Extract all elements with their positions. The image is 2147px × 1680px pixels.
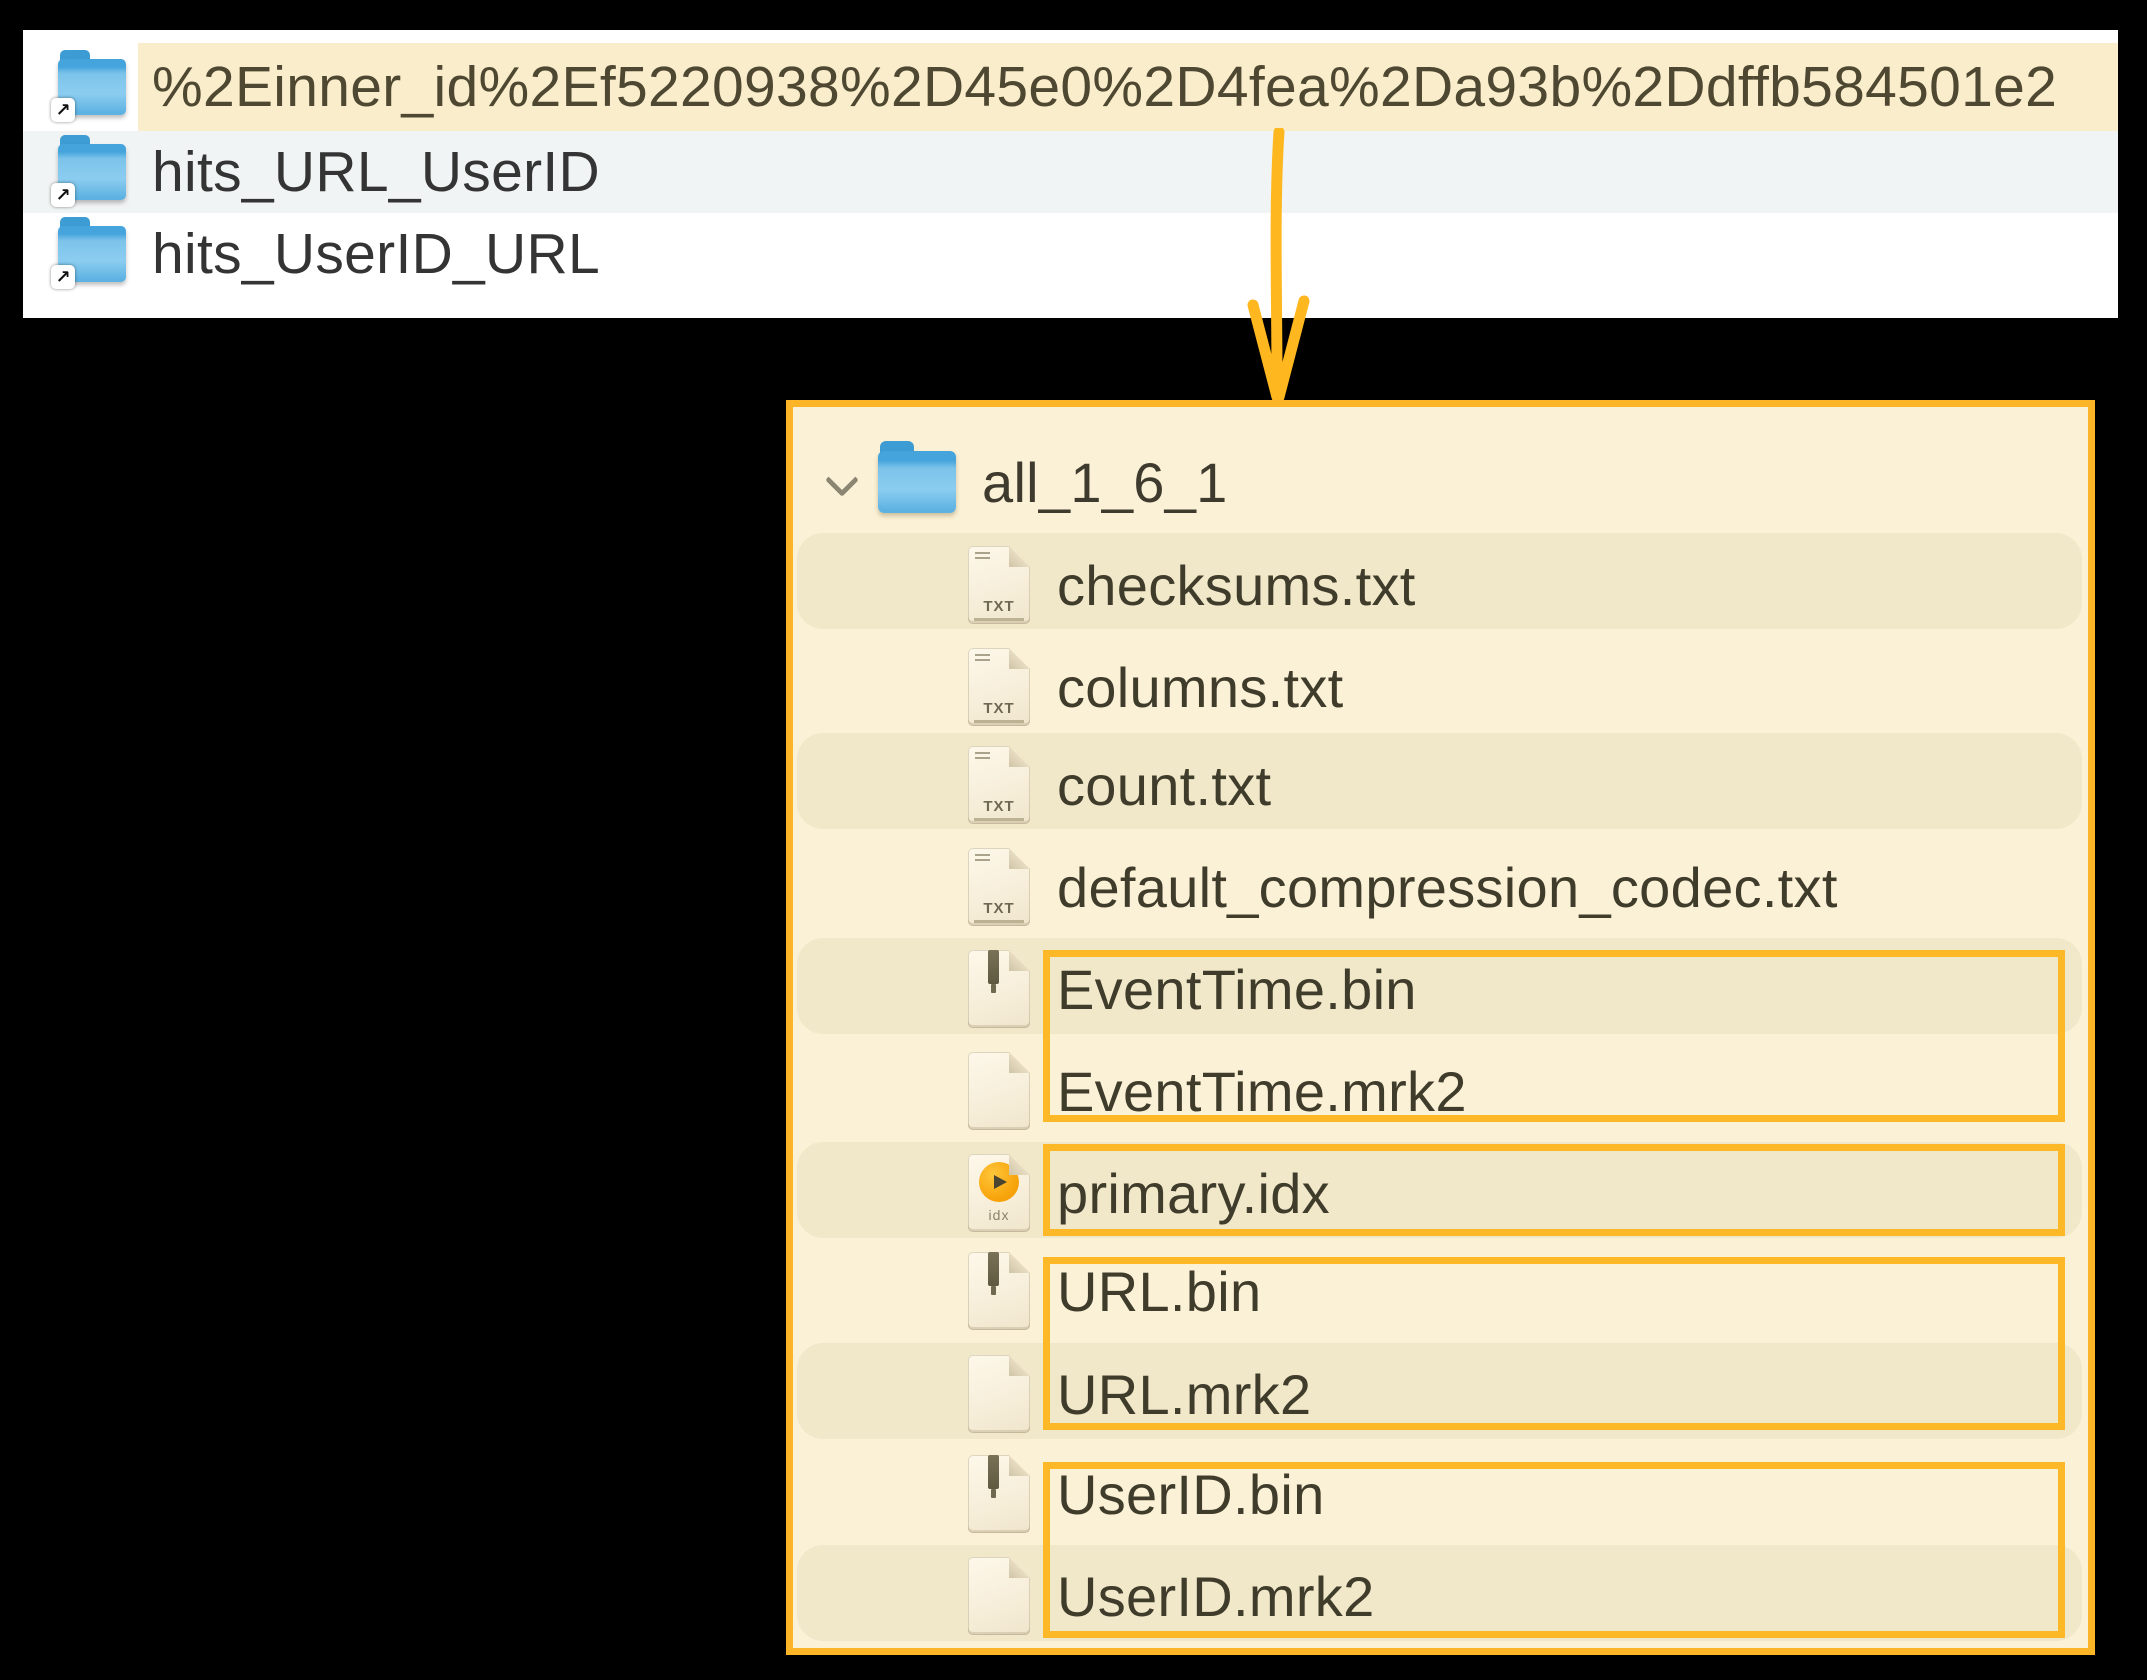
file-name: UserID.mrk2	[1057, 1564, 1375, 1628]
alternate-row-background	[23, 131, 2118, 213]
alias-folder-icon	[51, 217, 126, 289]
folder-row-hits-url-userid[interactable]: hits_URL_UserID	[23, 131, 2118, 213]
folder-row-inner-id[interactable]: %2Einner_id%2Ef5220938%2D45e0%2D4fea%2Da…	[23, 43, 2118, 131]
alias-folder-icon	[51, 50, 126, 122]
folder-name: hits_UserID_URL	[152, 222, 600, 286]
document-icon	[968, 1052, 1030, 1130]
annotation-box-userid	[1043, 1462, 2065, 1638]
index-file-icon: idx	[968, 1154, 1030, 1232]
file-row-userid-bin[interactable]: UserID.bin	[793, 1444, 2088, 1544]
file-row-count-txt[interactable]: TXT count.txt	[793, 735, 2088, 835]
folder-icon	[878, 441, 956, 513]
text-file-icon: TXT	[968, 848, 1030, 926]
text-file-icon: TXT	[968, 648, 1030, 726]
file-row-primary-idx[interactable]: idx primary.idx	[793, 1143, 2088, 1243]
alias-arrow-icon	[51, 183, 75, 207]
folder-row-hits-userid-url[interactable]: hits_UserID_URL	[23, 213, 2118, 295]
file-row-url-mrk2[interactable]: URL.mrk2	[793, 1344, 2088, 1444]
file-row-userid-mrk2[interactable]: UserID.mrk2	[793, 1546, 2088, 1646]
file-row-eventtime-mrk2[interactable]: EventTime.mrk2	[793, 1041, 2088, 1141]
file-row-eventtime-bin[interactable]: EventTime.bin	[793, 939, 2088, 1039]
alias-folder-icon	[51, 135, 126, 207]
selected-row-highlight	[138, 43, 2118, 131]
annotation-arrow-down-icon	[1247, 128, 1310, 403]
binary-file-icon	[968, 1455, 1030, 1533]
alias-arrow-icon	[51, 98, 75, 122]
file-row-checksums-txt[interactable]: TXT checksums.txt	[793, 535, 2088, 635]
file-name: URL.mrk2	[1057, 1362, 1312, 1426]
folder-name: all_1_6_1	[982, 450, 1228, 514]
file-name: count.txt	[1057, 753, 1272, 817]
file-row-default-compression-codec-txt[interactable]: TXT default_compression_codec.txt	[793, 837, 2088, 937]
file-name: EventTime.bin	[1057, 957, 1417, 1021]
binary-file-icon	[968, 950, 1030, 1028]
folder-name: %2Einner_id%2Ef5220938%2D45e0%2D4fea%2Da…	[152, 55, 2058, 119]
chevron-down-icon[interactable]	[822, 462, 862, 502]
file-name: EventTime.mrk2	[1057, 1059, 1467, 1123]
folder-name: hits_URL_UserID	[152, 140, 600, 204]
file-name: columns.txt	[1057, 655, 1344, 719]
text-file-icon: TXT	[968, 546, 1030, 624]
binary-file-icon	[968, 1252, 1030, 1330]
file-name: URL.bin	[1057, 1259, 1262, 1323]
annotation-box-primary-idx	[1043, 1144, 2065, 1236]
alias-arrow-icon	[51, 265, 75, 289]
file-name: primary.idx	[1057, 1161, 1330, 1225]
finder-list-panel: %2Einner_id%2Ef5220938%2D45e0%2D4fea%2Da…	[23, 30, 2118, 318]
text-file-icon: TXT	[968, 746, 1030, 824]
document-icon	[968, 1557, 1030, 1635]
file-name: checksums.txt	[1057, 553, 1416, 617]
annotation-box-url	[1043, 1257, 2065, 1430]
file-name: UserID.bin	[1057, 1462, 1325, 1526]
annotation-box-eventtime	[1043, 950, 2065, 1122]
document-icon	[968, 1355, 1030, 1433]
file-row-url-bin[interactable]: URL.bin	[793, 1241, 2088, 1341]
part-contents-panel: all_1_6_1 TXT checksums.txt TXT columns.…	[786, 400, 2095, 1655]
tree-root-row-all-1-6-1[interactable]: all_1_6_1	[793, 432, 2088, 532]
file-name: default_compression_codec.txt	[1057, 855, 1838, 919]
file-row-columns-txt[interactable]: TXT columns.txt	[793, 637, 2088, 737]
